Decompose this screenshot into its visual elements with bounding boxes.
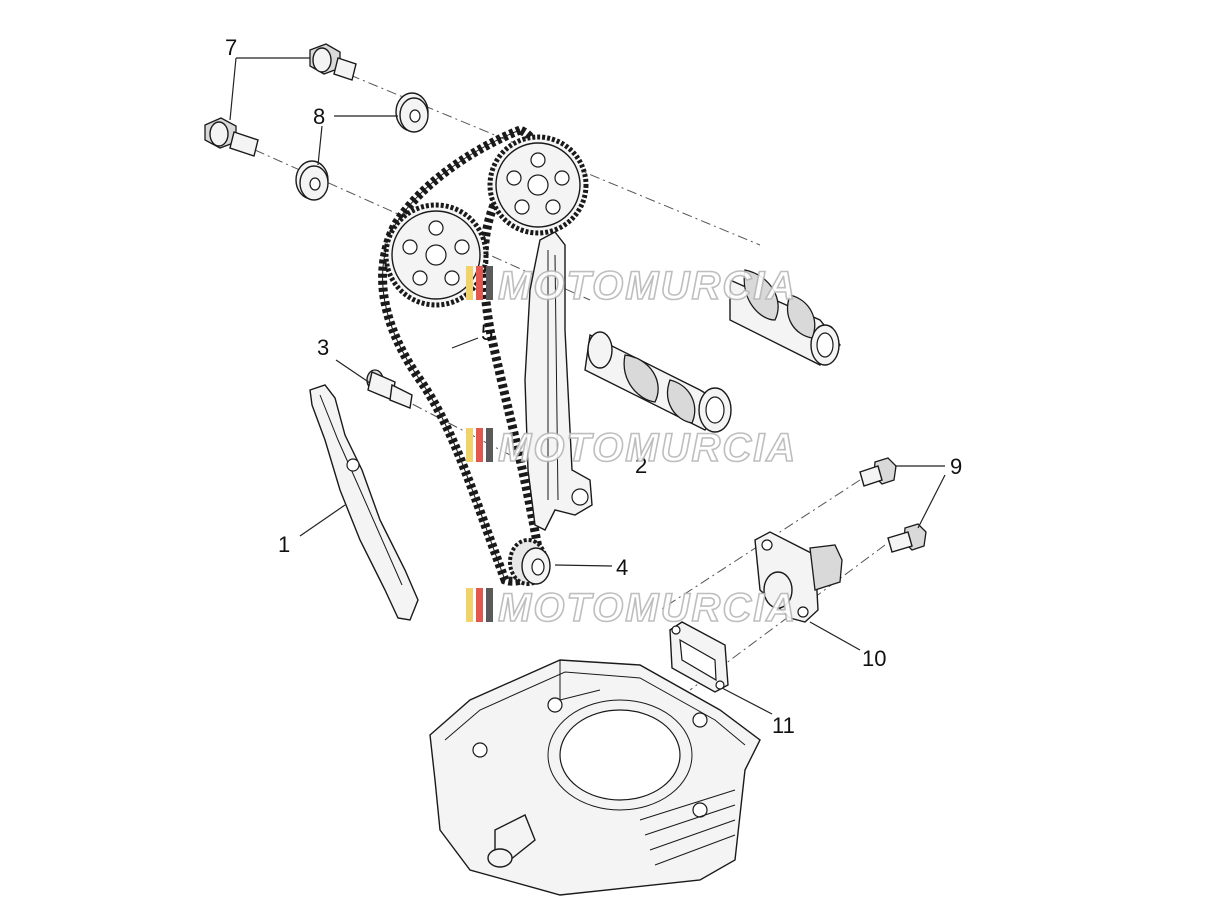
watermark-top: MOTOMURCIA [466,263,797,309]
watermark-text: MOTOMURCIA [498,264,797,308]
callout-10: 10 [862,646,886,671]
tensioner-bolt-lower [887,523,927,553]
sprocket-exhaust [487,134,589,236]
callout-5: 5 [481,320,493,345]
tensioner-bolt-upper [859,457,897,487]
camshaft-intake [584,331,732,433]
callout-11: 11 [772,713,795,738]
pivot-pin [366,369,413,409]
watermark-text: MOTOMURCIA [498,586,797,630]
chain-tensioner [754,531,843,623]
washer-lower [295,160,329,201]
callout-3: 3 [317,335,329,360]
tensioner-slipper [309,384,419,621]
callout-9: 9 [950,454,962,479]
bolt-upper [309,43,357,81]
callout-4: 4 [616,555,628,580]
leader-lines [229,57,946,715]
camshaft-exhaust [729,269,841,366]
sprocket-intake [383,202,489,308]
bolt-lower [204,117,259,157]
watermark-middle: MOTOMURCIA [466,425,797,471]
callout-2: 2 [635,453,647,478]
watermark-text: MOTOMURCIA [498,426,797,470]
washer-upper [395,92,429,133]
chain-guide-fixed [524,231,593,531]
watermark-bottom: MOTOMURCIA [466,585,797,631]
callout-8: 8 [313,104,325,129]
tensioner-gasket [669,621,729,693]
cylinder-block [429,659,761,896]
callout-labels: 7 8 3 5 1 2 4 9 10 11 [225,35,962,738]
callout-1: 1 [278,532,290,557]
callout-7: 7 [225,35,237,60]
crank-sprocket [508,538,551,586]
